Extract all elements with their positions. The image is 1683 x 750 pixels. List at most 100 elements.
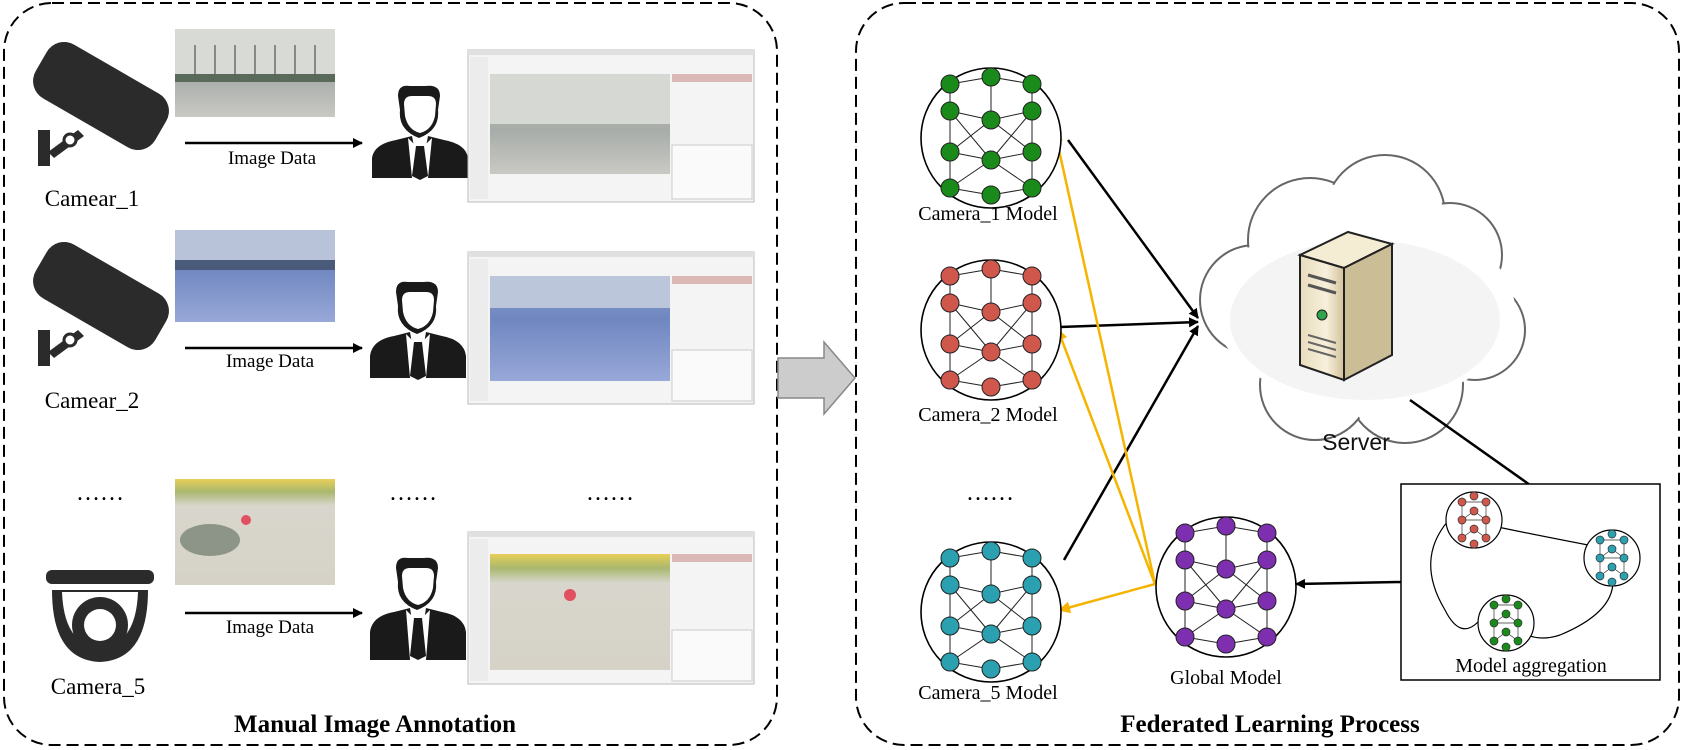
- annotation-tool-screenshot: [467, 251, 755, 405]
- network-edge: [1184, 559, 1227, 610]
- arrow-label: Image Data: [226, 617, 315, 638]
- network-node: [981, 185, 1001, 205]
- network-node: [940, 575, 960, 595]
- network-node: [1175, 627, 1195, 647]
- transition-arrow: [777, 339, 856, 417]
- network-node: [1216, 559, 1236, 579]
- camera-image-thumbnail: [175, 230, 335, 322]
- dome-camera-icon: [46, 570, 154, 662]
- network-node: [1022, 370, 1042, 390]
- camera-label: Camear_2: [45, 388, 140, 413]
- annotation-tool-screenshot: [467, 531, 755, 685]
- camera-row-1: Camear_1 Image Data: [33, 29, 755, 211]
- network-node: [1022, 652, 1042, 672]
- network-node: [1022, 334, 1042, 354]
- global-model-label: Global Model: [1170, 667, 1282, 689]
- annotator-person-icon: [370, 281, 466, 380]
- server-tower-icon: [1297, 230, 1395, 382]
- network-edge: [949, 584, 992, 635]
- server-aggregation-link: [1409, 398, 1531, 487]
- network-node: [1175, 550, 1195, 570]
- network-node: [981, 584, 1001, 604]
- network-node: [1216, 599, 1236, 619]
- arrow-label: Image Data: [228, 148, 317, 169]
- network-node: [981, 377, 1001, 397]
- camera-image-thumbnail: [175, 479, 335, 585]
- network-node: [940, 142, 960, 162]
- network-node: [981, 342, 1001, 362]
- ellipsis: ……: [76, 480, 124, 506]
- network-node: [981, 541, 1001, 561]
- network-node: [940, 334, 960, 354]
- model-label: Camera_5 Model: [918, 682, 1058, 704]
- network-edge: [990, 302, 1033, 353]
- camera-row-2: Camear_2 Image Data: [33, 230, 755, 413]
- network-node: [940, 616, 960, 636]
- network-edge: [949, 302, 992, 353]
- annotation-tool-screenshot: [467, 49, 755, 203]
- model-label: Camera_2 Model: [918, 404, 1058, 426]
- network-edge: [990, 110, 1033, 161]
- network-node: [981, 67, 1001, 87]
- network-node: [1022, 74, 1042, 94]
- network-node: [1257, 627, 1277, 647]
- mini-network-green: [1477, 594, 1535, 652]
- network-node: [1257, 591, 1277, 611]
- network-edge: [1225, 559, 1268, 610]
- global-model-network: [1155, 516, 1297, 658]
- annotator-person-icon: [372, 85, 468, 180]
- network-node: [1022, 101, 1042, 121]
- network-node: [940, 74, 960, 94]
- server-label: Server: [1322, 429, 1390, 455]
- ellipsis: ……: [966, 480, 1014, 506]
- aggregation-label: Model aggregation: [1455, 655, 1607, 677]
- aggregation-to-global-arrow: [1295, 578, 1402, 589]
- network-node: [1257, 550, 1277, 570]
- camera-5-model-network: [920, 541, 1062, 683]
- network-node: [981, 624, 1001, 644]
- feedback-arrow-camera-1: [1051, 130, 1157, 585]
- network-node: [940, 101, 960, 121]
- network-node: [1175, 523, 1195, 543]
- upload-arrow-camera-1: [1066, 139, 1200, 319]
- arrow-label: Image Data: [226, 351, 315, 372]
- network-node: [1022, 266, 1042, 286]
- ellipsis: ……: [389, 480, 437, 506]
- network-node: [940, 266, 960, 286]
- network-node: [1022, 616, 1042, 636]
- camera-1-model-network: [920, 67, 1062, 209]
- camera-label: Camera_5: [51, 674, 146, 699]
- network-node: [981, 259, 1001, 279]
- ellipsis: ……: [586, 480, 634, 506]
- network-node: [940, 548, 960, 568]
- upload-arrow-camera-2: [1059, 317, 1199, 329]
- bullet-camera-icon: [33, 241, 169, 366]
- network-node: [1022, 575, 1042, 595]
- annotator-person-icon: [370, 557, 466, 660]
- feedback-arrow-camera-5: [1058, 582, 1156, 614]
- network-node: [940, 370, 960, 390]
- network-node: [940, 178, 960, 198]
- left-panel-border: [3, 2, 778, 746]
- network-node: [1022, 548, 1042, 568]
- model-aggregation-box: Model aggregation: [1400, 483, 1661, 681]
- network-node: [1022, 178, 1042, 198]
- bullet-camera-icon: [33, 41, 169, 166]
- mini-network-red: [1445, 491, 1503, 549]
- camera-2-model-network: [920, 259, 1062, 401]
- right-panel-border: [855, 2, 1680, 746]
- model-label: Camera_1 Model: [918, 203, 1058, 225]
- network-node: [940, 293, 960, 313]
- network-node: [1257, 523, 1277, 543]
- network-node: [981, 302, 1001, 322]
- mini-network-teal: [1583, 529, 1641, 587]
- right-panel-title: Federated Learning Process: [1120, 711, 1420, 738]
- network-edge: [990, 584, 1033, 635]
- network-node: [1022, 142, 1042, 162]
- network-node: [981, 150, 1001, 170]
- camera-row-3: Camera_5 Image Data: [46, 479, 755, 699]
- feedback-arrow-camera-2: [1055, 328, 1157, 585]
- network-node: [1216, 634, 1236, 654]
- network-node: [1175, 591, 1195, 611]
- network-node: [1216, 516, 1236, 536]
